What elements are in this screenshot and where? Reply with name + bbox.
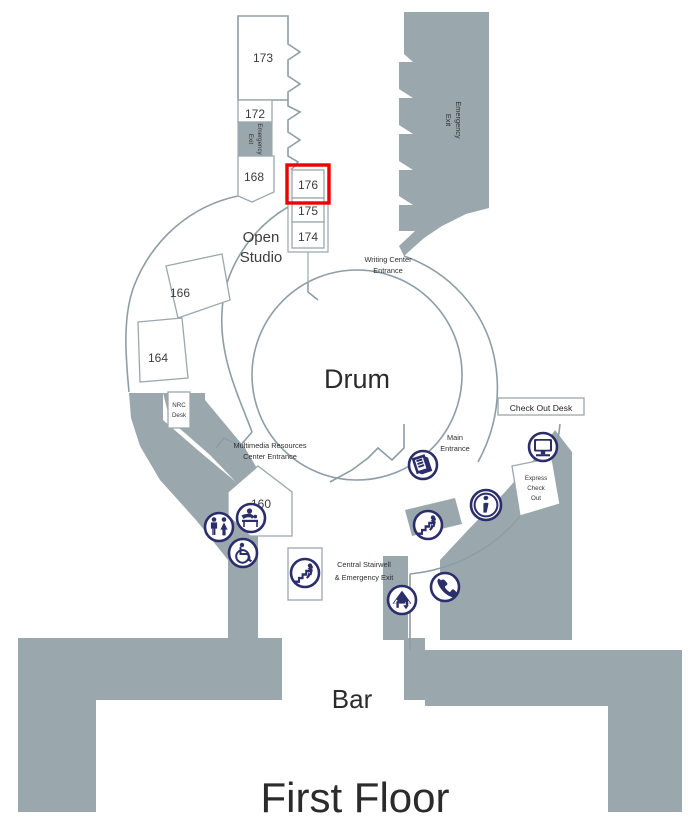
studio-east-wall <box>307 282 319 301</box>
express-check-out-label-3: Out <box>531 495 541 502</box>
svg-text:Exit: Exit <box>444 114 453 126</box>
room-173-label: 173 <box>253 51 273 65</box>
stairs-left-icon[interactable] <box>289 557 321 589</box>
room-numbers: 173 172 168 176 175 174 166 164 160 <box>148 51 318 511</box>
building-mass <box>18 12 682 812</box>
emergency-exit-right-label: Emergency Exit <box>444 101 463 139</box>
room-164-outline <box>137 317 189 383</box>
room-166-outline <box>165 253 231 319</box>
check-out-desk-box <box>497 397 585 416</box>
drum-label: Drum <box>324 364 390 394</box>
bottom-left-step <box>258 638 282 700</box>
nrc-desk-label-1: NRC <box>172 402 186 409</box>
writing-center-label-2: Entrance <box>373 266 403 275</box>
telephone-icon[interactable] <box>429 571 461 603</box>
room-176-highlight <box>285 163 331 205</box>
nrc-desk-box <box>167 391 191 429</box>
drum-circle <box>251 269 463 481</box>
room-176-outline <box>291 169 325 199</box>
emergency-exit-left-label: Emergency Exit <box>247 123 263 155</box>
area-labels: Emergency Exit Emergency Exit Open Studi… <box>172 101 573 821</box>
computer-icon[interactable] <box>527 431 559 463</box>
nrc-desk-label-2: Desk <box>172 412 187 419</box>
stairs-right-icon[interactable] <box>412 509 444 541</box>
bottom-right-mass <box>404 638 682 812</box>
room-175-label: 175 <box>298 204 318 218</box>
room-168-label: 168 <box>244 170 264 184</box>
open-studio-label-1: Open <box>243 229 280 246</box>
central-stairwell-label-1: Central Stairwell <box>337 560 391 569</box>
west-outer-arc <box>125 195 239 393</box>
main-entrance-label-2: Entrance <box>440 444 470 453</box>
east-outer-arc <box>403 255 499 463</box>
check-out-desk-label: Check Out Desk <box>510 403 573 413</box>
room-174-outline <box>291 221 325 249</box>
information-icon[interactable] <box>469 488 503 522</box>
main-entrance-label-1: Main <box>447 433 463 442</box>
room-172-label: 172 <box>245 107 265 121</box>
room-174-label: 174 <box>298 230 318 244</box>
left-lower-band <box>129 393 258 640</box>
multimedia-label-2: Center Entrance <box>243 452 297 461</box>
writing-center-label-1: Writing Center <box>364 255 412 264</box>
express-check-out-label-1: Express <box>525 475 547 482</box>
bottom-left-mass <box>18 638 258 812</box>
wall-outlines <box>125 15 585 650</box>
west-lower-inner <box>215 431 253 449</box>
main-entrance-walls <box>329 424 405 483</box>
open-studio-label-2: Studio <box>240 249 283 266</box>
room-166-label: 166 <box>170 286 190 300</box>
baby-changing-icon[interactable] <box>235 502 267 534</box>
top-right-block <box>399 12 489 256</box>
restrooms-icon[interactable] <box>203 511 235 543</box>
room-164-label: 164 <box>148 351 168 365</box>
drum-inner-west <box>220 206 289 433</box>
express-check-out-label-2: Check <box>527 485 545 492</box>
svg-text:Emergency: Emergency <box>454 101 463 139</box>
bar-label: Bar <box>332 684 373 714</box>
page-title: First Floor <box>261 774 450 821</box>
central-stairwell-label-2: & Emergency Exit <box>335 573 394 582</box>
book-icon[interactable] <box>407 449 439 481</box>
map-icons <box>203 431 559 616</box>
elevator-icon[interactable] <box>386 584 418 616</box>
multimedia-label-1: Multimedia Resources <box>233 441 306 450</box>
room-176-label: 176 <box>298 178 318 192</box>
svg-text:Exit: Exit <box>247 134 254 145</box>
svg-text:Emergency: Emergency <box>256 123 263 155</box>
wheelchair-icon[interactable] <box>227 537 259 569</box>
emergency-exit-left-box <box>237 121 273 157</box>
sawtooth-spine <box>287 100 302 171</box>
